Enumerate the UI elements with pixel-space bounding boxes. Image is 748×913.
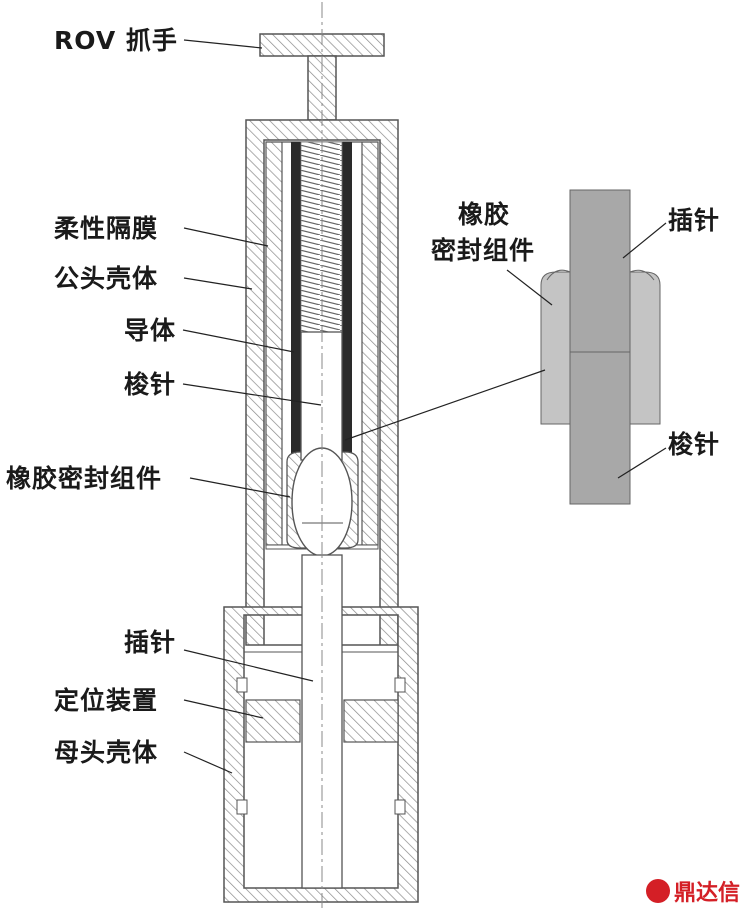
detail-shuttle-pin [569,351,631,505]
female-housing [223,606,419,903]
seal-icon [645,879,670,903]
detail-label-insert-pin: 插针 [668,206,721,235]
watermark-logo: 鼎达信 [645,875,740,907]
detail-label-rubber-seal-2: 密封组件 [431,236,536,265]
detail-seal-left [540,271,571,425]
label-flexible-diaphragm: 柔性隔膜 [54,214,159,243]
watermark-text: 鼎达信 [673,881,740,906]
detail-view [540,189,661,505]
detail-label-shuttle-pin: 梭针 [668,430,721,459]
label-conductor: 导体 [124,316,177,345]
label-female-housing: 母头壳体 [54,738,159,767]
leader-lines [182,39,667,774]
label-shuttle-pin: 梭针 [124,370,177,399]
label-locating-device: 定位装置 [54,686,159,715]
locating-device [245,699,399,743]
label-male-housing: 公头壳体 [54,264,159,293]
label-rubber-seal: 橡胶密封组件 [6,464,163,493]
label-rov-handle: ROV 抓手 [54,26,178,55]
detail-seal-right [629,271,661,425]
detail-label-rubber-seal-1: 橡胶 [458,200,511,229]
label-insert-pin: 插针 [124,628,177,657]
detail-insert-pin [569,189,631,353]
